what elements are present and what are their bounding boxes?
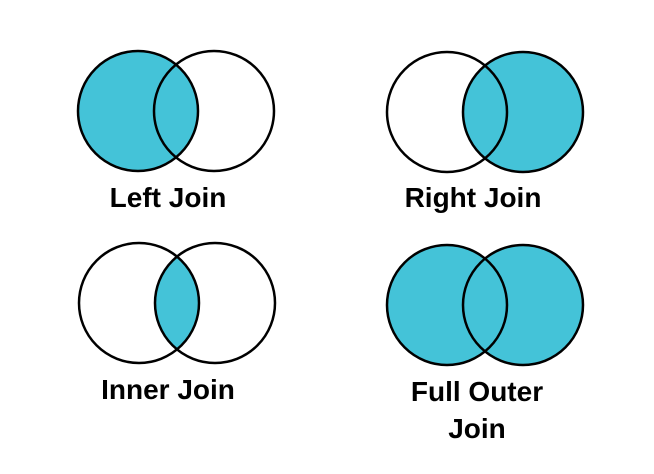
left-circle-fill — [78, 51, 198, 171]
right-circle-outline — [153, 241, 277, 365]
label-full-outer-join: Full Outer Join — [410, 376, 544, 444]
venn-inner-join — [77, 241, 277, 365]
right-circle-fill — [463, 52, 583, 172]
left-circle-outline — [385, 50, 509, 174]
venn-full-outer-join — [385, 243, 585, 367]
right-circle-fill — [463, 245, 583, 365]
left-circle-outline — [76, 49, 200, 173]
intersection-fill — [155, 243, 199, 363]
left-circle-outline — [385, 243, 509, 367]
label-right-join: Right Join — [404, 182, 542, 213]
right-circle-outline — [461, 243, 585, 367]
left-circle-outline — [77, 241, 201, 365]
right-circle-outline — [152, 49, 276, 173]
venn-left-join — [76, 49, 276, 173]
right-circle-outline — [461, 50, 585, 174]
label-inner-join: Inner Join — [101, 374, 235, 405]
label-left-join: Left Join — [109, 182, 227, 213]
venn-right-join — [385, 50, 585, 174]
